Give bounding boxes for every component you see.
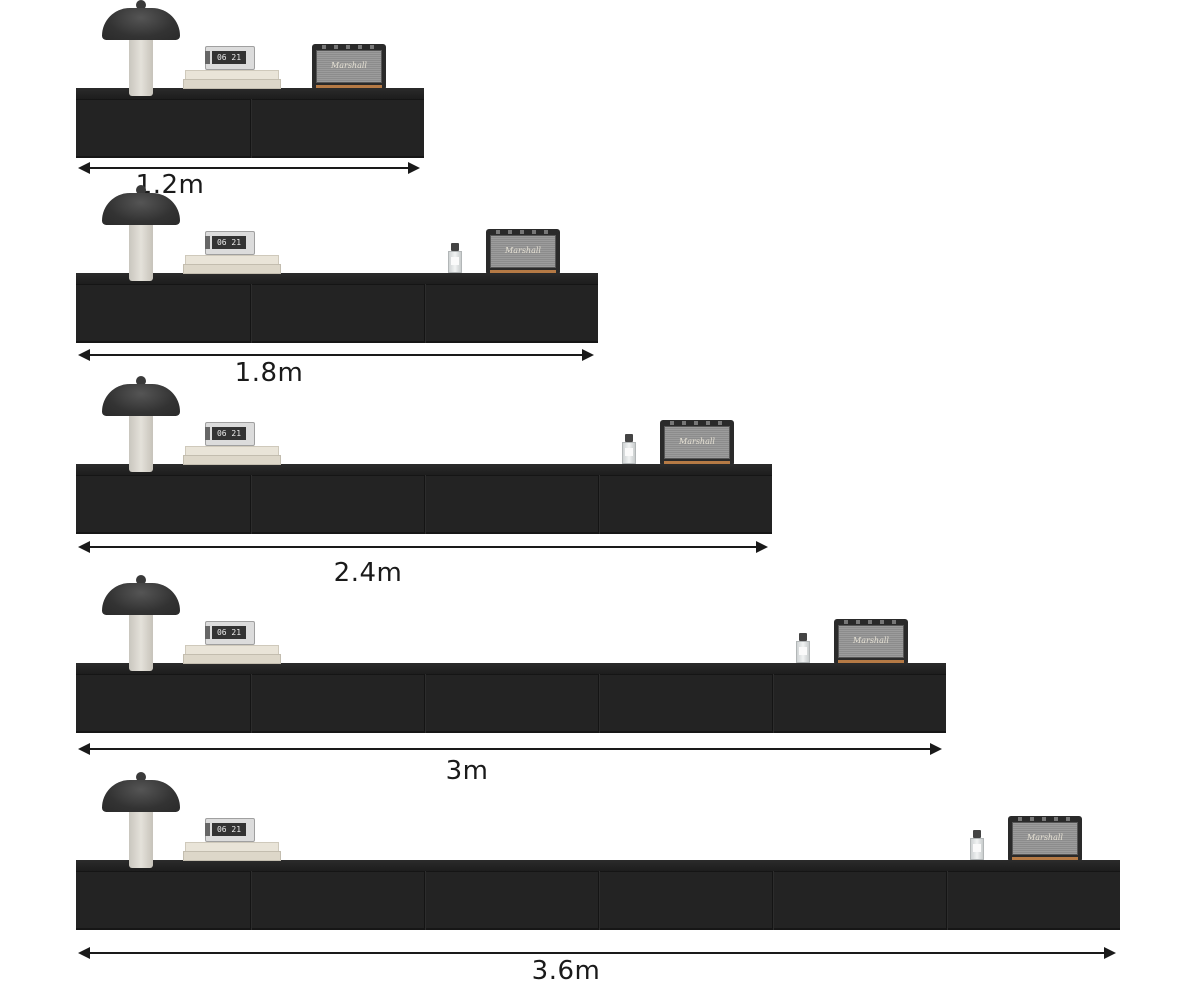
mushroom-lamp-icon [102, 0, 180, 96]
cabinet-3.6m [76, 860, 1120, 930]
speaker-logo: Marshall [1012, 822, 1078, 855]
drawer-seam [598, 871, 599, 930]
drawer-seam [946, 871, 947, 930]
width-label: 2.4m [333, 558, 403, 588]
drawer-seam [424, 674, 425, 733]
book-stack-icon [183, 70, 281, 89]
speaker-icon: Marshall [1008, 816, 1082, 862]
width-dimension-arrow [78, 947, 1116, 959]
book-stack-icon [183, 645, 281, 664]
clock-face: 06 21 [212, 236, 246, 249]
clock-face: 06 21 [212, 427, 246, 440]
clock-face: 06 21 [212, 51, 246, 64]
flip-clock-icon: 06 21 [205, 231, 255, 255]
width-dimension-arrow [78, 541, 768, 553]
drawer-seam [424, 871, 425, 930]
speaker-logo: Marshall [490, 235, 556, 268]
speaker-logo: Marshall [316, 50, 382, 83]
drawer-seam [250, 674, 251, 733]
drawer-seam [772, 674, 773, 733]
drawer-seam [250, 871, 251, 930]
speaker-logo: Marshall [664, 426, 730, 459]
cabinet-top-surface [76, 273, 598, 285]
cabinet-3m [76, 663, 946, 733]
book-stack-icon [183, 255, 281, 274]
speaker-icon: Marshall [486, 229, 560, 275]
drawer-seam [424, 284, 425, 343]
book-stack-icon [183, 446, 281, 465]
flip-clock-icon: 06 21 [205, 46, 255, 70]
width-dimension-arrow [78, 162, 420, 174]
perfume-bottle-icon [448, 243, 462, 273]
drawer-seam [424, 475, 425, 534]
mushroom-lamp-icon [102, 772, 180, 868]
width-label: 3m [445, 756, 489, 786]
perfume-bottle-icon [796, 633, 810, 663]
cabinet-1.8m [76, 273, 598, 343]
drawer-seam [250, 99, 251, 158]
mushroom-lamp-icon [102, 575, 180, 671]
drawer-seam [250, 284, 251, 343]
width-dimension-arrow [78, 349, 594, 361]
flip-clock-icon: 06 21 [205, 422, 255, 446]
flip-clock-icon: 06 21 [205, 621, 255, 645]
cabinet-1.2m [76, 88, 424, 158]
perfume-bottle-icon [970, 830, 984, 860]
cabinet-2.4m [76, 464, 772, 534]
width-label: 1.8m [234, 358, 304, 388]
speaker-icon: Marshall [834, 619, 908, 665]
width-label: 3.6m [531, 956, 601, 986]
drawer-seam [250, 475, 251, 534]
clock-face: 06 21 [212, 626, 246, 639]
mushroom-lamp-icon [102, 185, 180, 281]
speaker-icon: Marshall [660, 420, 734, 466]
perfume-bottle-icon [622, 434, 636, 464]
book-stack-icon [183, 842, 281, 861]
flip-clock-icon: 06 21 [205, 818, 255, 842]
mushroom-lamp-icon [102, 376, 180, 472]
drawer-seam [772, 871, 773, 930]
cabinet-top-surface [76, 663, 946, 675]
speaker-logo: Marshall [838, 625, 904, 658]
drawer-seam [598, 475, 599, 534]
drawer-seam [598, 674, 599, 733]
width-dimension-arrow [78, 743, 942, 755]
speaker-icon: Marshall [312, 44, 386, 90]
clock-face: 06 21 [212, 823, 246, 836]
